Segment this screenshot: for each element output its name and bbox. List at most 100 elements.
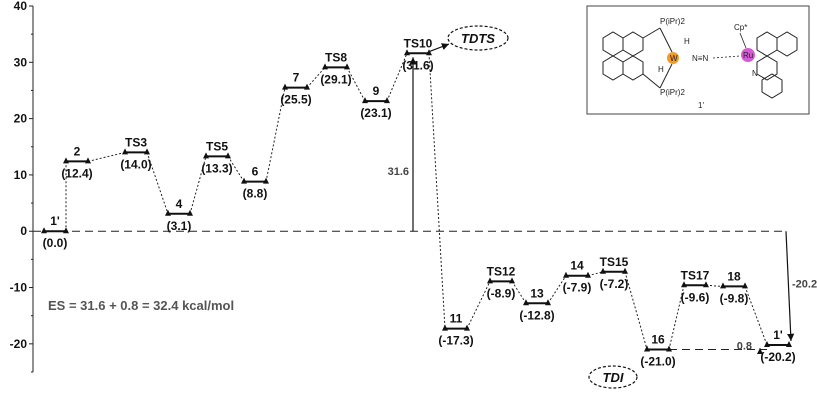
y-tick-label: 40 — [14, 0, 28, 13]
connector-lines — [65, 53, 768, 350]
connector-line — [744, 286, 768, 346]
connector-line — [511, 281, 527, 304]
state-name-label: 4 — [176, 197, 183, 211]
metal-right-label: Ru — [743, 51, 753, 60]
y-tick-label: 30 — [14, 55, 28, 69]
small-gap-label: 0.8 — [737, 341, 752, 353]
state-value-label: (-9.8) — [720, 291, 749, 305]
state-marker — [487, 277, 493, 284]
state-value-label: (31.6) — [402, 58, 433, 72]
connector-line — [227, 156, 245, 182]
state-name-label: TS5 — [206, 139, 228, 153]
p-upper-label: P(iPr)2 — [660, 17, 685, 26]
state-marker — [764, 340, 770, 347]
reaction-down-arrow — [785, 231, 795, 341]
state-value-label: (13.3) — [201, 161, 232, 175]
state-name-label: TS15 — [600, 255, 629, 269]
y-tick-label: 10 — [14, 168, 28, 182]
state-name-label: 13 — [530, 286, 544, 300]
connector-line — [306, 67, 326, 88]
state-marker — [241, 177, 247, 184]
state-value-label: (3.1) — [167, 219, 192, 233]
state-value-label: (8.8) — [243, 187, 268, 201]
tdi-label: TDI — [603, 370, 624, 385]
reaction-down-arrow-label: -20.2 — [792, 279, 817, 291]
state-name-label: 6 — [252, 165, 259, 179]
metal-left-label: W — [670, 54, 678, 63]
state-marker — [523, 299, 529, 306]
state-name-label: 14 — [570, 259, 584, 273]
connector-line — [189, 156, 207, 214]
state-name-label: TS8 — [325, 50, 347, 64]
state-value-label: (-8.9) — [487, 286, 516, 300]
n-atom-label: N — [752, 69, 758, 78]
y-tick-label: -10 — [10, 281, 28, 295]
metal-left-atom — [667, 52, 679, 64]
ligand-rings-right — [756, 31, 798, 99]
energetic-span-text: ES = 31.6 + 0.8 = 32.4 kcal/mol — [48, 298, 234, 313]
state-marker — [41, 227, 47, 234]
state-value-label: (14.0) — [120, 157, 151, 171]
state-marker — [263, 177, 269, 184]
connector-line — [466, 281, 491, 329]
cp-star-label: Cp* — [734, 23, 747, 32]
state-marker — [622, 267, 628, 274]
connector-line — [428, 53, 446, 329]
state-marker — [703, 281, 709, 288]
state-name-label: 11 — [450, 312, 463, 326]
state-marker — [585, 271, 591, 278]
state-marker — [203, 152, 209, 159]
state-marker — [63, 227, 69, 234]
state-value-label: (0.0) — [43, 236, 68, 250]
state-marker — [187, 209, 193, 216]
state-marker — [344, 63, 350, 70]
connector-line — [705, 284, 724, 287]
connector-line — [146, 152, 169, 214]
state-marker — [442, 324, 448, 331]
annotations: TDTS TDI ES = 31.6 + 0.8 = 32.4 kcal/mol — [48, 25, 638, 389]
connector-line — [668, 285, 685, 350]
state-marker — [786, 340, 792, 347]
tdi-ellipse — [588, 365, 638, 389]
state-marker — [404, 49, 410, 56]
hydride-1-label: H — [684, 37, 690, 46]
arrows: 31.6-20.20.8 — [388, 43, 817, 354]
state-marker — [545, 299, 551, 306]
state-marker — [384, 97, 390, 104]
state-marker — [304, 83, 310, 90]
tdts-ellipse — [447, 25, 509, 51]
state-name-label: TS3 — [125, 135, 147, 149]
connector-line — [386, 53, 408, 102]
state-name-label: 7 — [293, 71, 300, 85]
state-value-label: (-7.9) — [563, 281, 592, 295]
state-marker — [681, 281, 687, 288]
state-name-label: 16 — [651, 332, 665, 346]
tdts-label: TDTS — [461, 31, 495, 46]
state-name-label: 1' — [50, 214, 60, 228]
state-name-label: TS10 — [404, 36, 433, 50]
state-marker — [122, 148, 128, 155]
state-name-label: 1' — [773, 328, 783, 342]
state-name-label: 18 — [727, 269, 741, 283]
state-name-label: 9 — [373, 84, 380, 98]
connector-line — [587, 271, 604, 277]
state-marker — [426, 49, 432, 56]
state-marker — [63, 157, 69, 164]
state-marker — [165, 209, 171, 216]
state-name-label: TS17 — [681, 268, 710, 282]
state-marker — [362, 97, 368, 104]
state-value-label: (12.4) — [61, 166, 92, 180]
state-marker — [666, 345, 672, 352]
state-value-label: (-17.3) — [438, 334, 473, 348]
state-value-label: (-12.8) — [519, 308, 554, 322]
state-marker — [600, 267, 606, 274]
state-value-label: (25.5) — [280, 93, 311, 107]
state-marker — [225, 152, 231, 159]
state-marker — [282, 83, 288, 90]
connector-line — [624, 271, 648, 350]
connector-line — [547, 275, 567, 304]
state-name-label: 2 — [74, 144, 81, 158]
dinitrogen-label: N≡N — [692, 54, 708, 63]
state-marker — [720, 282, 726, 289]
